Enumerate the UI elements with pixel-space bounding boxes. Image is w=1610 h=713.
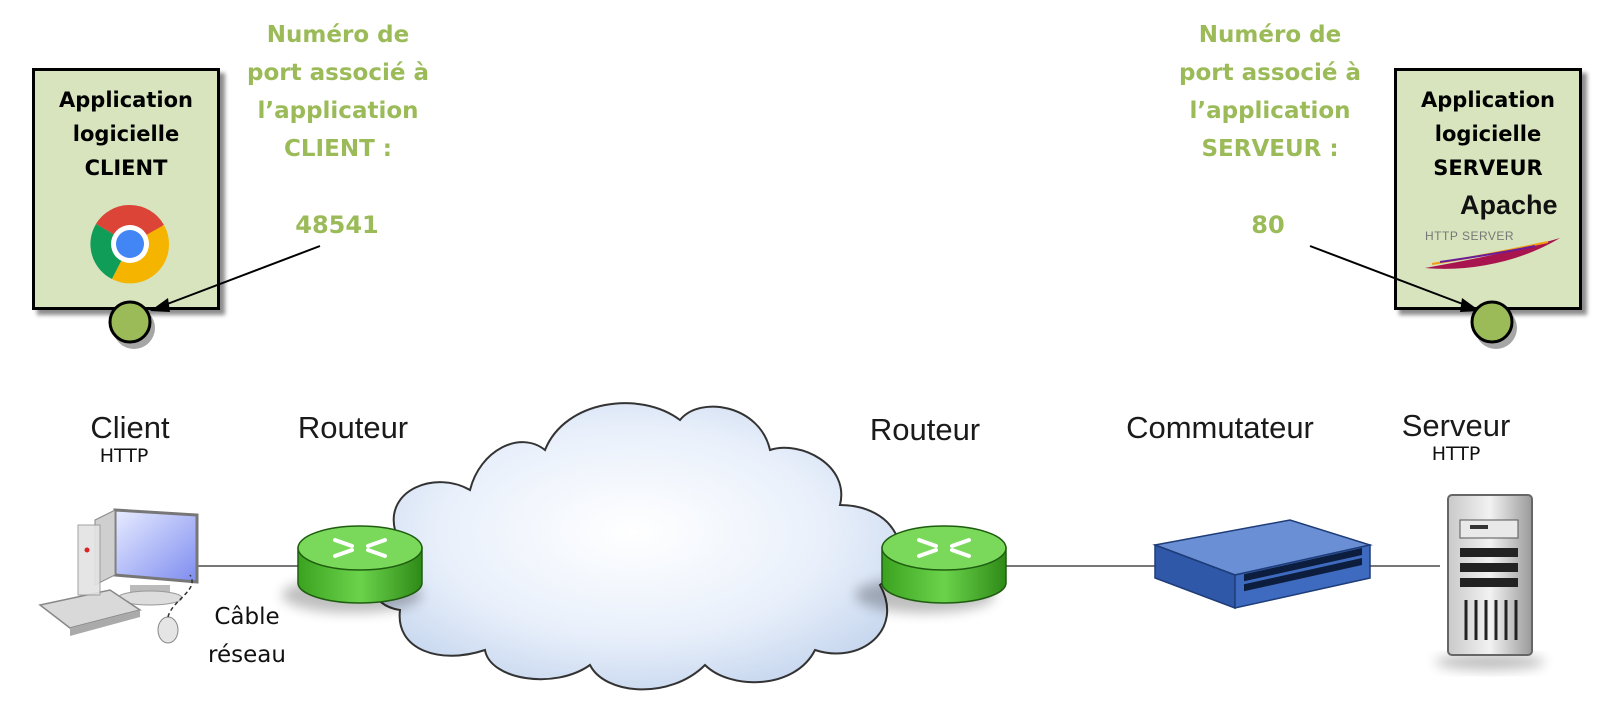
server-app-line-2: logicielle (1434, 122, 1542, 146)
router-right-title: Routeur (869, 412, 981, 447)
switch-icon (1152, 519, 1373, 610)
client-port-dot (108, 300, 155, 349)
switch-title: Commutateur (1126, 410, 1314, 445)
client-app-line-2: logicielle (72, 122, 180, 146)
apache-feather-icon (1425, 238, 1560, 269)
client-port-label: Numéro de port associé à l’application C… (238, 16, 438, 168)
cable-label: Câble réseau (182, 598, 312, 674)
client-port-arrow (150, 245, 321, 312)
server-app-line-1: Application (1421, 88, 1555, 112)
server-port-label: Numéro de port associé à l’application S… (1170, 16, 1370, 168)
chrome-icon (90, 204, 170, 284)
client-node-title: Client (90, 410, 170, 445)
client-node-subtitle: HTTP (99, 445, 149, 467)
server-application-box: Application logicielle SERVEUR (1394, 68, 1582, 310)
client-app-line-3: CLIENT (84, 156, 168, 180)
client-port-line-1: Numéro de (266, 22, 410, 48)
server-port-number: 80 (1251, 211, 1285, 239)
client-port-line-4: CLIENT : (284, 136, 392, 162)
server-port-dot (1470, 300, 1517, 349)
router-right-icon (855, 525, 1007, 613)
internet-cloud (364, 402, 901, 691)
client-port-line-2: port associé à (247, 60, 429, 86)
cable-label-line-1: Câble (214, 604, 280, 630)
server-port-line-3: l’application (1189, 98, 1351, 124)
server-port-arrow (1309, 245, 1480, 312)
client-port-number: 48541 (295, 211, 379, 239)
server-tower-icon (1435, 494, 1545, 670)
cable-label-line-2: réseau (208, 642, 286, 668)
server-node-subtitle: HTTP (1431, 443, 1481, 465)
server-port-line-4: SERVEUR : (1201, 136, 1339, 162)
client-port-line-3: l’application (257, 98, 419, 124)
server-port-line-1: Numéro de (1198, 22, 1342, 48)
client-app-line-1: Application (59, 88, 193, 112)
server-node-title: Serveur (1401, 408, 1511, 443)
apache-logo-subtitle: HTTP SERVER (1425, 229, 1515, 243)
server-app-line-3: SERVEUR (1433, 156, 1543, 180)
apache-logo-title: Apache (1460, 190, 1558, 220)
router-left-icon (282, 525, 423, 613)
router-left-title: Routeur (297, 410, 409, 445)
server-port-line-2: port associé à (1179, 60, 1361, 86)
client-computer-icon (38, 508, 199, 644)
